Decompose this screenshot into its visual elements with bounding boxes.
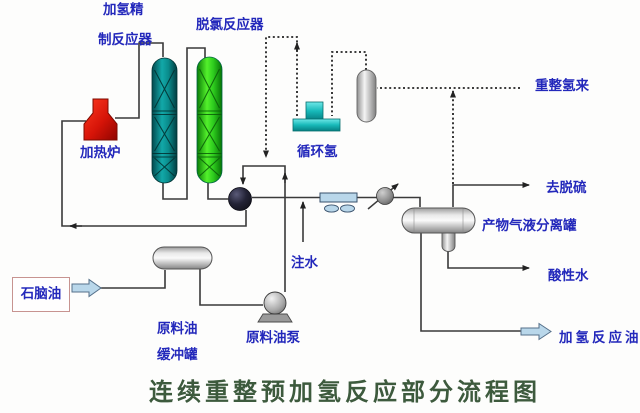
- pipe-sour-water: [447, 251, 530, 271]
- hydrogen-piping-dotted: [263, 36, 520, 184]
- feed-buffer-tank-icon: [152, 246, 213, 270]
- hydrogenated-oil-arrow-icon: [520, 322, 552, 341]
- heating-furnace-icon: [83, 98, 118, 141]
- pipe-naphtha-to-tank: [100, 270, 166, 289]
- label-water-injection: 注水: [291, 255, 318, 270]
- label-reformer-hydrogen-in: 重整氢来: [535, 78, 589, 93]
- separator-boot-icon: [441, 232, 456, 252]
- pipe-compressor-discharge: [263, 36, 298, 158]
- pipe-reactor2-to-exchanger: [207, 182, 228, 200]
- label-hydrofining-reactor-line1: 加氢精: [103, 2, 144, 17]
- hydrofining-reactor-icon: [151, 57, 178, 184]
- label-naphtha: 石脑油: [20, 286, 62, 302]
- diagram-title: 连续重整预加氢反应部分流程图: [149, 380, 541, 406]
- label-hydrogenated-oil: 加氢反应油: [559, 330, 640, 345]
- label-product-separator: 产物气液分离罐: [482, 218, 577, 233]
- pipe-tank-to-pump: [199, 269, 263, 306]
- pipe-drum-to-compressor: [331, 51, 367, 116]
- dechlorination-reactor-icon: [196, 56, 223, 184]
- process-piping: [61, 42, 530, 332]
- recycle-compressor-icon: [292, 101, 341, 132]
- label-feed-oil-pump: 原料油泵: [246, 330, 300, 345]
- pipe-hydrogenated-oil: [420, 233, 522, 332]
- feed-effluent-exchanger-icon: [228, 187, 252, 211]
- pipe-gas-to-desulfurization: [452, 182, 530, 207]
- naphtha-feed-box: 石脑油: [12, 277, 70, 312]
- label-feed-buffer-tank-line2: 缓冲罐: [157, 347, 198, 362]
- product-separator-icon: [401, 207, 476, 252]
- pipe-exchanger-to-furnace: [61, 120, 247, 227]
- air-cooler-icon: [319, 192, 358, 213]
- label-to-desulfurization: 去脱硫: [546, 180, 587, 195]
- label-sour-water: 酸性水: [548, 268, 589, 283]
- label-dechlorination-reactor: 脱氯反应器: [196, 17, 264, 32]
- label-feed-buffer-tank-line1: 原料油: [157, 321, 198, 336]
- pipe-reactor1-to-reactor2: [162, 47, 206, 200]
- label-heating-furnace: 加热炉: [80, 145, 121, 160]
- pipe-pump-to-exchanger: [240, 165, 286, 292]
- naphtha-inlet-arrow-icon: [71, 278, 102, 298]
- compressor-suction-drum-icon: [356, 69, 377, 123]
- pipe-effluent-to-separator: [252, 196, 421, 207]
- feed-pump-icon: [257, 291, 293, 323]
- label-hydrofining-reactor-line2: 制反应器: [98, 32, 152, 47]
- pipe-furnace-to-reactor1: [115, 42, 164, 119]
- label-recycle-hydrogen: 循环氢: [297, 144, 338, 159]
- trim-cooler-icon: [367, 183, 399, 210]
